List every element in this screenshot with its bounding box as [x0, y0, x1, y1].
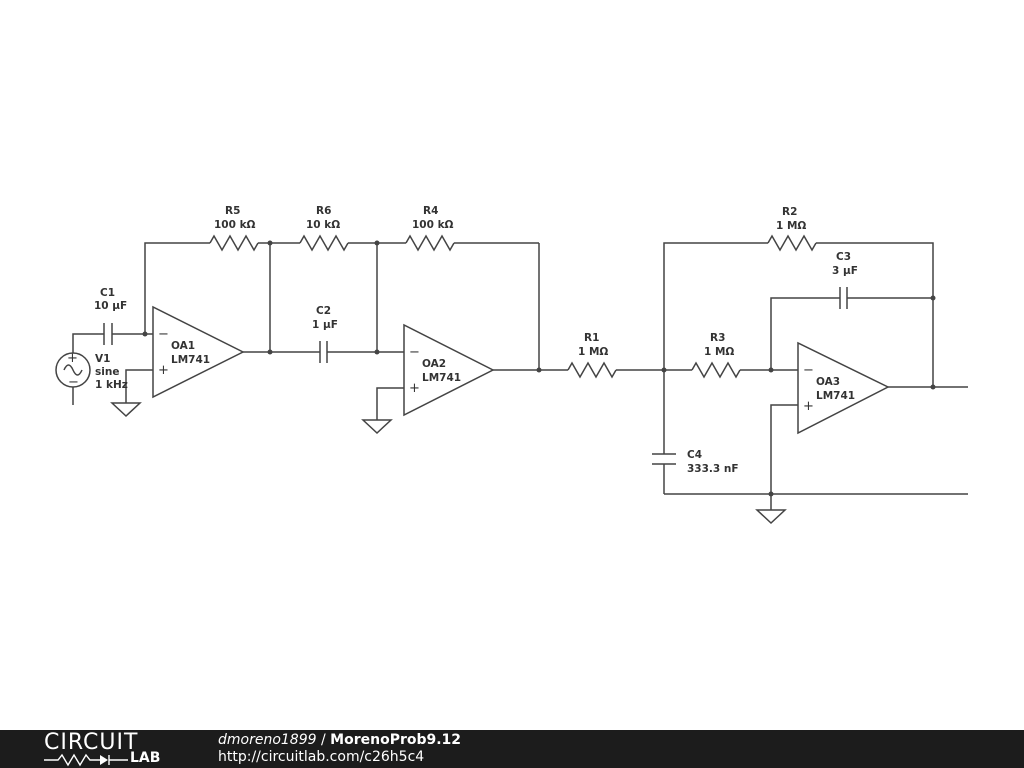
svg-text:OA3: OA3 — [816, 376, 840, 388]
svg-text:1 MΩ: 1 MΩ — [578, 346, 608, 358]
ground-symbol — [110, 402, 142, 418]
svg-text:+: + — [409, 381, 420, 396]
svg-text:−: − — [68, 375, 79, 390]
capacitor-c3: C3 3 µF — [832, 251, 858, 309]
opamp-oa2: − + OA2 LM741 — [403, 323, 495, 417]
svg-text:333.3 nF: 333.3 nF — [687, 463, 739, 475]
svg-text:R4: R4 — [423, 205, 438, 217]
svg-text:C2: C2 — [316, 305, 331, 317]
project-name[interactable]: MorenoProb9.12 — [330, 732, 462, 748]
circuitlab-logo[interactable]: CIRCUIT LAB — [44, 730, 174, 767]
project-url[interactable]: http://circuitlab.com/c26h5c4 — [218, 749, 425, 765]
project-title: dmoreno1899 / MorenoProb9.12 — [218, 732, 461, 749]
logo-text-bottom: LAB — [130, 750, 161, 766]
svg-text:OA1: OA1 — [171, 340, 195, 352]
footer-bar: CIRCUIT LAB dmoreno1899 / MorenoProb9.12… — [0, 730, 1024, 768]
svg-text:+: + — [67, 351, 78, 366]
svg-text:100 kΩ: 100 kΩ — [214, 219, 256, 231]
svg-text:10 µF: 10 µF — [94, 300, 127, 312]
opamp-oa1: − + OA1 LM741 — [152, 305, 245, 399]
ground-symbol — [361, 419, 393, 435]
svg-text:R1: R1 — [584, 332, 599, 344]
svg-text:LM741: LM741 — [171, 354, 210, 366]
logo-resistor-icon — [44, 753, 128, 767]
opamp-oa3: − + OA3 LM741 — [797, 341, 890, 435]
svg-text:V1: V1 — [95, 353, 110, 365]
svg-text:1 kHz: 1 kHz — [95, 379, 128, 391]
svg-text:1 MΩ: 1 MΩ — [704, 346, 734, 358]
svg-text:−: − — [803, 363, 814, 378]
svg-text:OA2: OA2 — [422, 358, 446, 370]
title-separator: / — [316, 732, 331, 748]
svg-text:LM741: LM741 — [816, 390, 855, 402]
svg-text:R6: R6 — [316, 205, 331, 217]
svg-text:−: − — [158, 327, 169, 342]
junction-nodes — [142, 240, 936, 497]
svg-text:C3: C3 — [836, 251, 851, 263]
wires — [72, 242, 968, 510]
circuit-schematic: + − V1 sine 1 kHz C1 10 µF R5 100 kΩ R6 … — [55, 205, 968, 525]
svg-text:LM741: LM741 — [422, 372, 461, 384]
author-link[interactable]: dmoreno1899 — [218, 732, 317, 748]
svg-text:sine: sine — [95, 366, 119, 378]
v1-sine-source: + − V1 sine 1 kHz — [55, 351, 128, 391]
capacitor-c4: C4 333.3 nF — [652, 449, 739, 475]
resistor-r1: R1 1 MΩ — [567, 332, 617, 379]
resistor-r5: R5 100 kΩ — [209, 205, 259, 252]
capacitor-c1: C1 10 µF — [94, 287, 127, 345]
ground-symbol — [755, 509, 787, 525]
svg-text:R2: R2 — [782, 206, 797, 218]
svg-text:C4: C4 — [687, 449, 702, 461]
capacitor-c2: C2 1 µF — [312, 305, 338, 363]
resistor-r2: R2 1 MΩ — [767, 206, 817, 252]
svg-text:R3: R3 — [710, 332, 725, 344]
svg-text:100 kΩ: 100 kΩ — [412, 219, 454, 231]
svg-text:1 µF: 1 µF — [312, 319, 338, 331]
svg-text:+: + — [158, 363, 169, 378]
resistor-r6: R6 10 kΩ — [299, 205, 349, 252]
svg-text:+: + — [803, 399, 814, 414]
svg-text:C1: C1 — [100, 287, 115, 299]
svg-text:3 µF: 3 µF — [832, 265, 858, 277]
svg-text:−: − — [409, 345, 420, 360]
svg-text:10 kΩ: 10 kΩ — [306, 219, 340, 231]
resistor-r3: R3 1 MΩ — [691, 332, 741, 379]
svg-text:R5: R5 — [225, 205, 240, 217]
resistor-r4: R4 100 kΩ — [405, 205, 455, 252]
svg-text:1 MΩ: 1 MΩ — [776, 220, 806, 232]
logo-text-top: CIRCUIT — [44, 730, 139, 755]
